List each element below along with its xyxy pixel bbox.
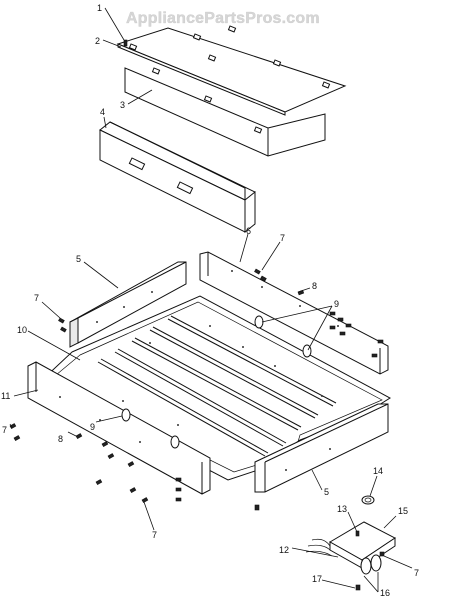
callout-8-upper: 8 [312,281,317,291]
callout-11: 11 [1,391,10,401]
left-rail [69,261,187,348]
callout-7-bracket: 7 [414,568,419,578]
grommet [361,495,375,505]
callout-9-lower: 9 [90,422,95,432]
front-foam-block [99,121,256,234]
callout-5-upper: 5 [76,254,81,264]
bracket-assembly [305,495,396,591]
top-panel-assembly [116,25,347,157]
callout-2: 2 [95,36,100,46]
callout-6: 6 [246,226,251,236]
clip-upper-left [254,315,264,329]
front-rail [27,361,211,495]
callout-12: 12 [279,545,289,555]
side-rail-lower [254,403,389,493]
callout-8-lower: 8 [58,434,63,444]
screws [9,268,384,511]
callout-17: 17 [312,574,322,584]
callout-15: 15 [398,506,408,516]
watermark: AppliancePartsPros.com [126,10,320,27]
clips [121,315,312,449]
callout-7-upper-left: 7 [34,293,39,303]
callout-10: 10 [17,325,27,335]
leader-lines [9,7,413,593]
callout-13: 13 [337,504,347,514]
callout-5-lower: 5 [324,487,329,497]
clip-lower-left [121,408,131,422]
callout-3: 3 [120,100,125,110]
callout-7-lower-center: 7 [152,530,157,540]
callout-14: 14 [373,466,383,476]
callout-7-upper-right: 7 [280,233,285,243]
right-rail [199,251,389,375]
callout-9-upper: 9 [334,299,339,309]
callout-4: 4 [100,107,105,117]
callout-labels: 1 2 3 4 5 6 7 7 8 9 10 11 7 8 9 5 7 14 1… [1,3,419,598]
callout-16: 16 [380,588,390,598]
base-pan [39,295,391,481]
callout-1: 1 [97,3,102,13]
callout-7-lower-left: 7 [2,425,7,435]
clip-lower-right [170,435,180,449]
